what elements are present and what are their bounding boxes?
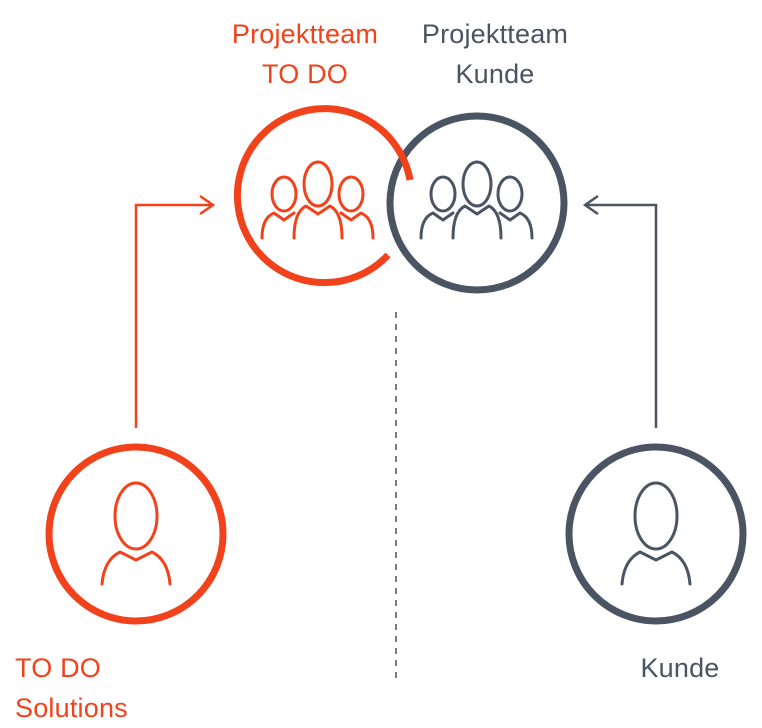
todo-solutions-label: TO DO Solutions	[15, 653, 128, 723]
team-kunde-circle	[386, 112, 568, 294]
person-icon	[620, 481, 692, 586]
kunde-circle	[565, 443, 747, 625]
team-todo-label: Projektteam TO DO	[205, 14, 405, 94]
team-kunde-label-line2: Kunde	[455, 59, 535, 89]
diagram-canvas	[45, 105, 747, 680]
team-group-icon	[260, 160, 375, 240]
team-kunde-label: Projektteam Kunde	[395, 14, 595, 94]
team-todo-label-line2: TO DO	[261, 59, 348, 89]
person-icon	[100, 481, 172, 586]
arrow-left-icon	[582, 194, 658, 428]
team-kunde-label-line1: Projektteam	[421, 19, 569, 49]
team-todo-label-line1: Projektteam	[231, 19, 379, 49]
arrow-right-icon	[134, 194, 216, 428]
kunde-label: Kunde	[640, 653, 720, 683]
todo-solutions-circle	[45, 443, 227, 625]
team-group-icon	[419, 160, 534, 240]
team-todo-circle	[233, 105, 414, 287]
